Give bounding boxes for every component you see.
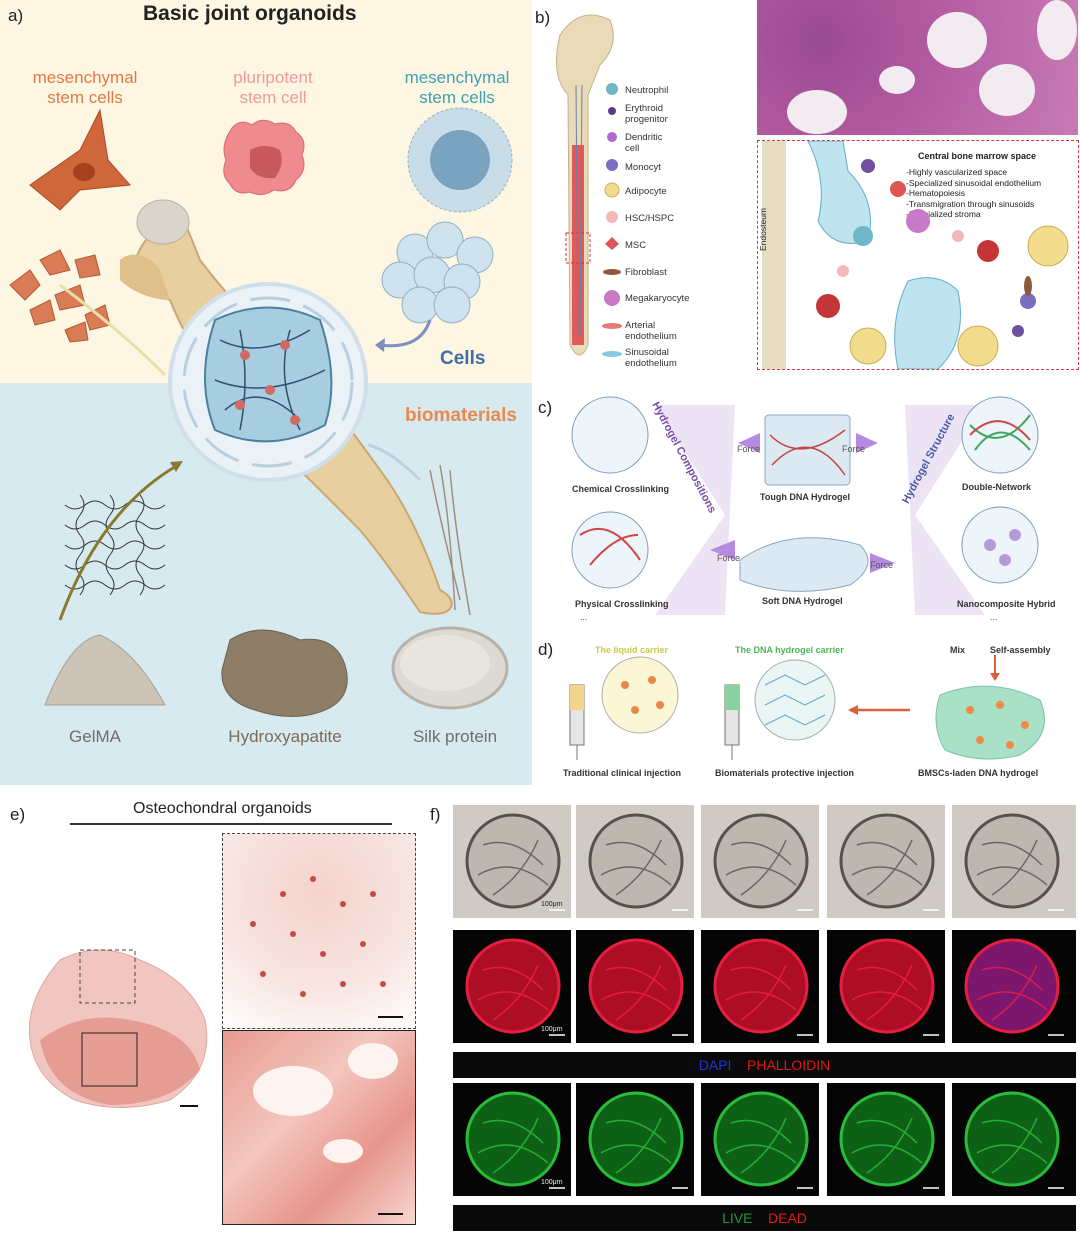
panel-letter-f: f) bbox=[430, 805, 441, 824]
live-dead-legend: LIVE DEAD bbox=[453, 1205, 1076, 1231]
protective-injection-label: Biomaterials protective injection bbox=[715, 768, 855, 778]
legend-arterial: Arterial endothelium bbox=[625, 320, 677, 342]
micrograph-bf-4 bbox=[827, 805, 945, 918]
panel-letter-c: c) bbox=[538, 398, 553, 417]
liquid-carrier-label: The liquid carrier bbox=[595, 645, 669, 655]
title-rule bbox=[70, 823, 392, 825]
femur-illustration bbox=[555, 14, 614, 356]
cell-label-ipsc: pluripotent stem cell bbox=[233, 68, 313, 107]
scale-bar-label: 100μm bbox=[541, 901, 563, 908]
micrograph-red-3 bbox=[701, 930, 819, 1043]
marrow-point: -Hematopoiesis bbox=[906, 188, 966, 198]
micrograph-bf-2 bbox=[576, 805, 694, 918]
self-assembly-label: Self-assembly bbox=[990, 645, 1051, 655]
chemical-crosslinking-label: Chemical Crosslinking bbox=[572, 484, 670, 494]
panel-d-illustration bbox=[569, 655, 1045, 760]
dead-label: DEAD bbox=[768, 1210, 807, 1226]
dapi-label: DAPI bbox=[698, 1057, 732, 1073]
mix-label: Mix bbox=[950, 645, 966, 655]
micrograph-green-4 bbox=[827, 1083, 945, 1196]
panel-letter-a: a) bbox=[8, 6, 24, 25]
bmsc-hydrogel-label: BMSCs-laden DNA hydrogel bbox=[918, 768, 1039, 778]
organoid-hub bbox=[168, 282, 368, 482]
marrow-point: -Specialized sinusoidal endothelium bbox=[906, 177, 1042, 188]
biomaterials-label: biomaterials bbox=[405, 405, 517, 426]
material-hydroxyapatite: Hydroxyapatite bbox=[228, 727, 342, 746]
micrograph-bf-5 bbox=[952, 805, 1076, 918]
marrow-point: -Highly vascularized space bbox=[906, 167, 1008, 177]
panel-letter-e: e) bbox=[10, 805, 26, 824]
micrograph-red-5 bbox=[952, 930, 1076, 1043]
endosteum-strip bbox=[762, 141, 786, 369]
panel-letter-b: b) bbox=[535, 8, 551, 27]
force-label: Force bbox=[717, 553, 741, 563]
soft-hydrogel-label: Soft DNA Hydrogel bbox=[762, 596, 843, 606]
ellipsis-right: ... bbox=[990, 612, 998, 622]
marrow-point: -Specialized stroma bbox=[906, 209, 981, 219]
cell-label-msc-right: mesenchymal stem cells bbox=[404, 68, 510, 107]
organoid-section-overview bbox=[28, 949, 208, 1108]
panel-a: a) Basic joint organoids mesenchymal ste… bbox=[0, 0, 532, 785]
phalloidin-label: PHALLOIDIN bbox=[747, 1057, 831, 1073]
micrograph-bf-1: 100μm bbox=[453, 805, 571, 918]
micrograph-red-2 bbox=[576, 930, 694, 1043]
micrograph-green-1: 100μm bbox=[453, 1083, 571, 1196]
marrow-cells bbox=[807, 141, 1069, 369]
panel-c-illustration bbox=[571, 396, 1039, 615]
force-label: Force bbox=[870, 560, 894, 570]
cells-label: Cells bbox=[440, 348, 486, 369]
legend-hsc: HSC/HSPC bbox=[625, 213, 675, 224]
material-silk-protein: Silk protein bbox=[412, 727, 498, 746]
marrow-box-title: Central bone marrow space bbox=[918, 151, 1037, 161]
micrograph-red-4 bbox=[827, 930, 945, 1043]
panel-a-title: Basic joint organoids bbox=[143, 2, 357, 25]
panel-a-illustration bbox=[9, 107, 513, 718]
legend-fibroblast: Fibroblast bbox=[625, 267, 667, 278]
bone-marrow-histology bbox=[757, 0, 1078, 135]
traditional-injection-label: Traditional clinical injection bbox=[563, 768, 682, 778]
legend-monocyte: Monocyt bbox=[625, 162, 661, 173]
osteochondral-title: Osteochondral organoids bbox=[133, 800, 312, 817]
bone-zoom bbox=[222, 1030, 416, 1225]
micrograph-green-3 bbox=[701, 1083, 819, 1196]
legend-megakaryocyte: Megakaryocyte bbox=[625, 293, 690, 304]
legend-erythroid: Erythroid progenitor bbox=[625, 103, 668, 125]
msc-cell-right bbox=[407, 107, 513, 213]
scale-bar-label: 100μm bbox=[541, 1026, 563, 1033]
bone-marrow-schematic: Endosteum Central bone marrow space -Hig… bbox=[757, 140, 1079, 370]
dna-carrier-label: The DNA hydrogel carrier bbox=[735, 645, 844, 655]
cell-label-msc-left: mesenchymal stem cells bbox=[32, 68, 138, 107]
cell-cluster bbox=[381, 221, 494, 324]
force-label: Force bbox=[842, 444, 866, 454]
nanocomposite-label: Nanocomposite Hybrid bbox=[957, 599, 1056, 609]
marrow-box-points: -Highly vascularized space -Specialized … bbox=[906, 167, 1041, 220]
panel-letter-d: d) bbox=[538, 640, 554, 659]
marrow-point: -Transmigration through sinusoids bbox=[906, 198, 1035, 209]
msc-cell-left bbox=[29, 108, 132, 211]
live-label: LIVE bbox=[722, 1210, 753, 1226]
micrograph-red-1: 100μm bbox=[453, 930, 571, 1043]
force-label: Force bbox=[737, 444, 761, 454]
legend-neutrophil: Neutrophil bbox=[625, 85, 669, 96]
cartilage-zoom bbox=[222, 833, 416, 1029]
legend-icons bbox=[602, 83, 622, 357]
legend-dendritic: Dendritic cell bbox=[625, 132, 663, 154]
ellipsis-left: ... bbox=[580, 612, 588, 622]
scale-bar-label: 100μm bbox=[541, 1179, 563, 1186]
pluripotent-cell bbox=[223, 119, 305, 196]
micrograph-bf-3 bbox=[701, 805, 819, 918]
legend-msc: MSC bbox=[625, 240, 647, 251]
msc-cluster bbox=[9, 249, 111, 343]
dapi-phalloidin-legend: DAPI PHALLOIDIN bbox=[453, 1052, 1076, 1078]
double-network-label: Double-Network bbox=[962, 482, 1032, 492]
tough-hydrogel-label: Tough DNA Hydrogel bbox=[760, 492, 850, 502]
legend-adipocyte: Adipocyte bbox=[625, 186, 667, 197]
physical-crosslinking-label: Physical Crosslinking bbox=[575, 599, 669, 609]
material-gelma: GelMA bbox=[69, 727, 121, 746]
micrograph-green-2 bbox=[576, 1083, 694, 1196]
micrograph-green-5 bbox=[952, 1083, 1076, 1196]
legend-sinusoidal: Sinusoidal endothelium bbox=[625, 347, 677, 369]
